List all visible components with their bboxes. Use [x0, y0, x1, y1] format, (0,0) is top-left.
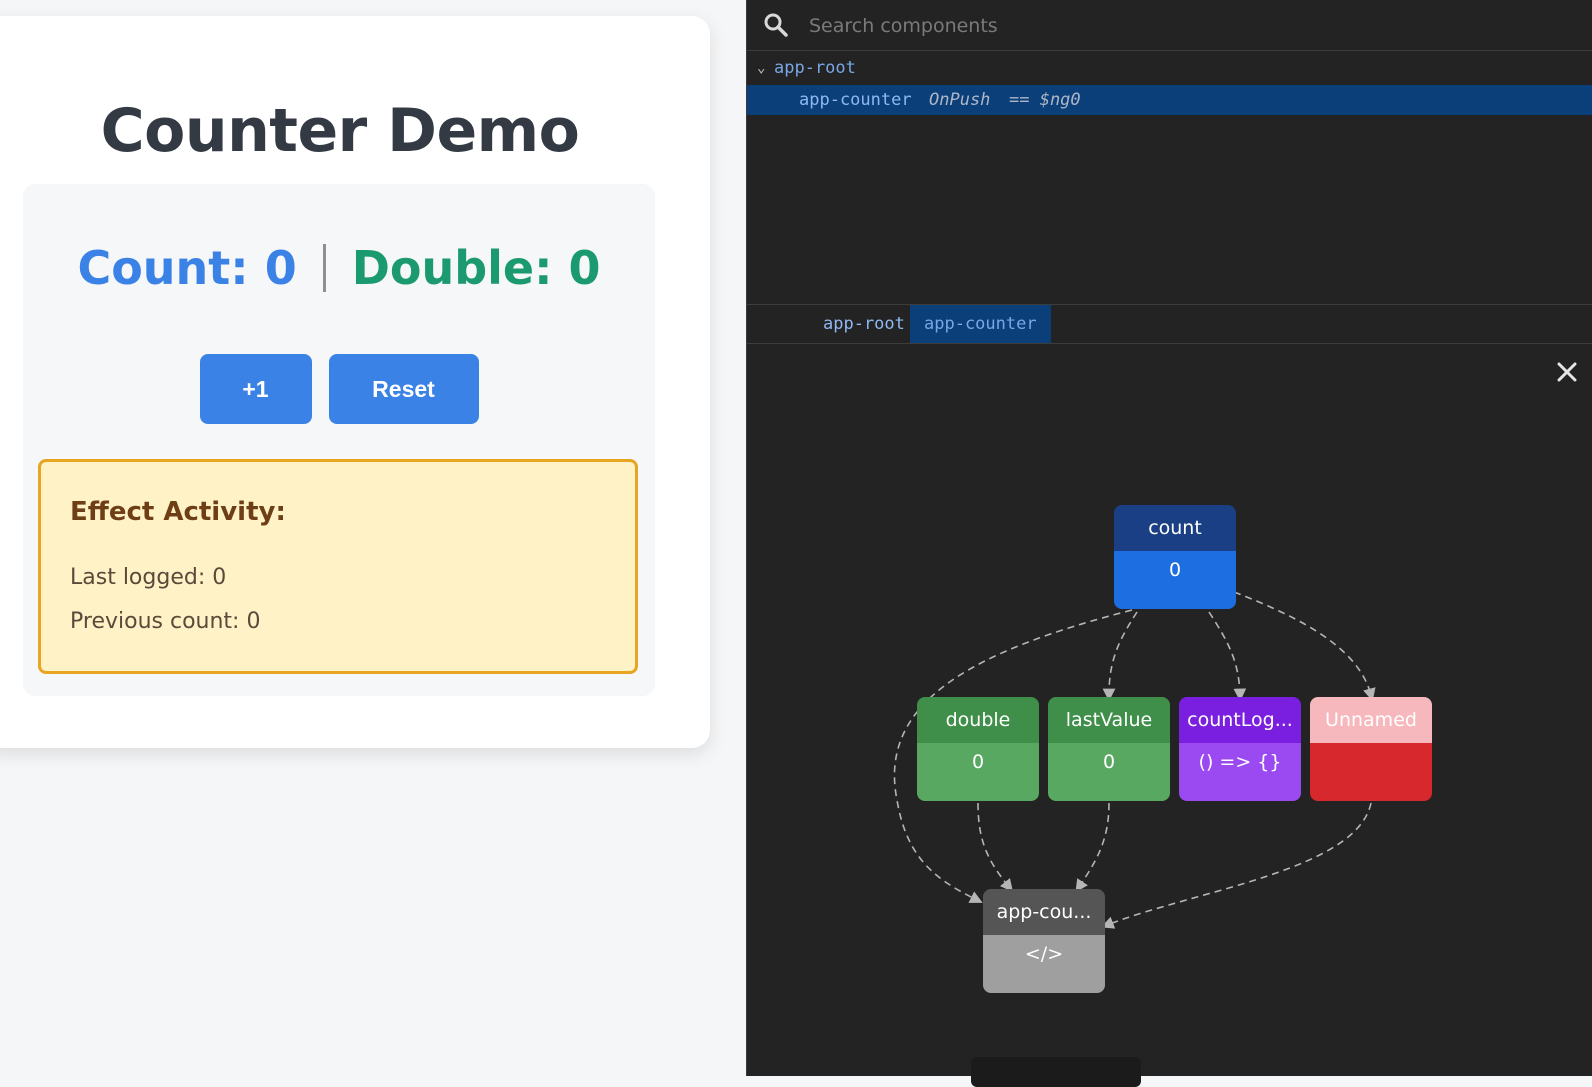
breadcrumb: app-root app-counter [747, 305, 1592, 344]
count-display: Count: 0 [77, 241, 297, 295]
edge-lastvalue-appcounter [1075, 802, 1110, 893]
search-bar [747, 0, 1592, 51]
graph-node-unnamed[interactable]: Unnamed [1310, 697, 1432, 801]
devtools-panel: ⌄ app-root app-counter OnPush == $ng0 ap… [746, 0, 1592, 1087]
graph-node-countlog[interactable]: countLog... () => {} [1179, 697, 1301, 801]
counter-panel: Count: 0 Double: 0 +1 Reset Effect Activ… [23, 184, 655, 696]
node-label: countLog... [1179, 697, 1301, 743]
effect-activity-box: Effect Activity: Last logged: 0 Previous… [38, 459, 638, 674]
counter-card: Counter Demo Count: 0 Double: 0 +1 Reset… [0, 16, 710, 748]
reset-button[interactable]: Reset [328, 354, 479, 424]
edge-unnamed-appcounter [1101, 802, 1372, 929]
edge-double-appcounter [977, 802, 1014, 892]
node-value: </> [983, 935, 1105, 993]
dependency-graph-edges [893, 591, 1376, 929]
node-value: 0 [1048, 743, 1170, 801]
node-label: lastValue [1048, 697, 1170, 743]
effect-title: Effect Activity: [70, 497, 286, 527]
chevron-down-icon[interactable]: ⌄ [757, 60, 766, 76]
page-title: Counter Demo [100, 96, 580, 166]
node-label: count [1114, 505, 1236, 551]
graph-node-double[interactable]: double 0 [917, 697, 1039, 801]
tree-node-app-counter[interactable]: app-counter OnPush == $ng0 [747, 85, 1592, 115]
breadcrumb-item-app-counter[interactable]: app-counter [910, 305, 1051, 343]
search-input[interactable] [807, 10, 1511, 42]
edge-count-lastvalue [1102, 611, 1138, 702]
button-row: +1 Reset [23, 354, 655, 424]
edge-count-unnamed [1233, 591, 1376, 702]
node-value [1310, 743, 1432, 801]
node-value: 0 [917, 743, 1039, 801]
graph-node-count[interactable]: count 0 [1114, 505, 1236, 609]
console-ref: == $ng0 [1009, 90, 1081, 110]
tree-node-label: app-root [774, 58, 856, 78]
close-icon[interactable] [1555, 360, 1579, 384]
search-icon [764, 13, 788, 37]
node-label: app-cou... [983, 889, 1105, 935]
increment-button[interactable]: +1 [199, 354, 312, 424]
breadcrumb-item-app-root[interactable]: app-root [823, 314, 905, 334]
divider [322, 244, 326, 292]
graph-node-app-counter[interactable]: app-cou... </> [983, 889, 1105, 993]
graph-minimap[interactable] [971, 1057, 1141, 1087]
graph-node-lastvalue[interactable]: lastValue 0 [1048, 697, 1170, 801]
edge-count-countlog [1208, 611, 1247, 702]
last-logged-text: Last logged: 0 [70, 565, 227, 590]
app-pane: Counter Demo Count: 0 Double: 0 +1 Reset… [0, 0, 746, 1076]
node-value: () => {} [1179, 743, 1301, 801]
node-label: double [917, 697, 1039, 743]
node-label: Unnamed [1310, 697, 1432, 743]
change-detection-badge: OnPush [929, 90, 991, 110]
tree-node-label: app-counter [799, 90, 912, 110]
previous-count-text: Previous count: 0 [70, 609, 261, 634]
splitter[interactable] [747, 304, 1592, 305]
node-value: 0 [1114, 551, 1236, 609]
double-display: Double: 0 [351, 241, 601, 295]
tree-node-app-root[interactable]: ⌄ app-root [747, 53, 1592, 83]
edge-count-double [893, 609, 1133, 903]
count-row: Count: 0 Double: 0 [23, 238, 655, 298]
